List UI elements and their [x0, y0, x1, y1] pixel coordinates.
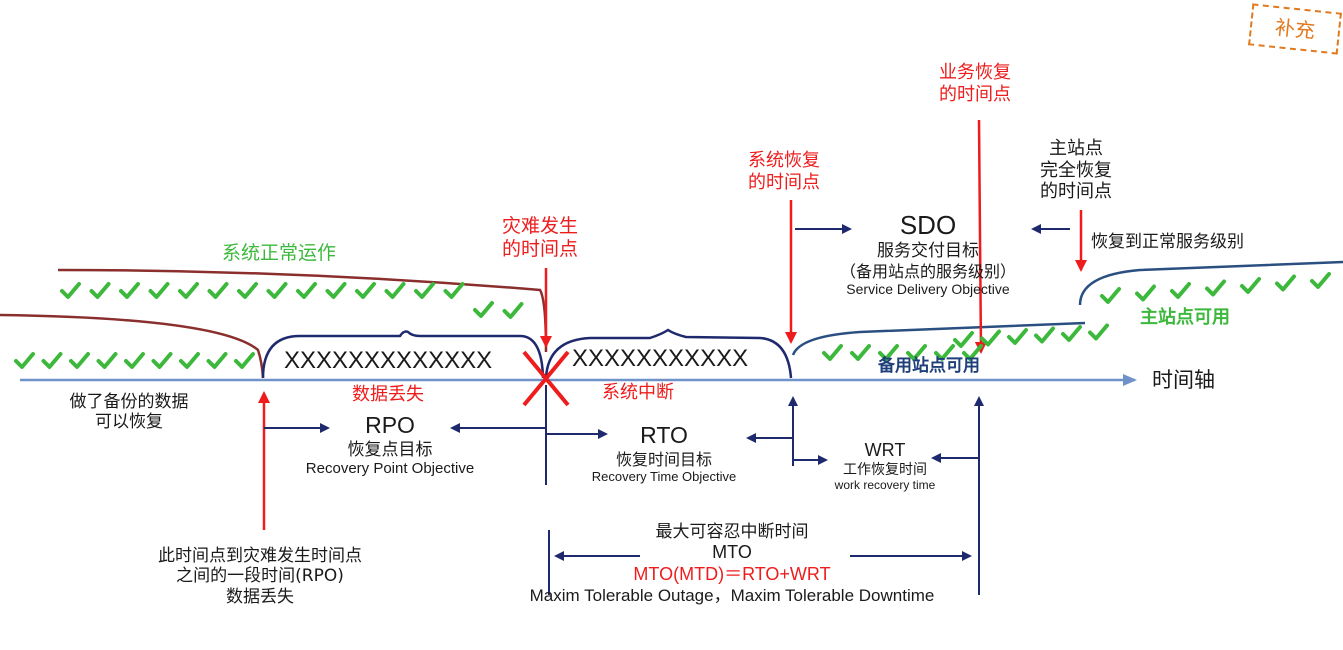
wrt-en: work recovery time: [834, 478, 936, 493]
pre-backup-curve: [0, 313, 265, 379]
check-icon: [124, 352, 145, 369]
check-icon: [206, 352, 228, 369]
time-axis-label: 时间轴: [1152, 368, 1215, 392]
mto-en: Maxim Tolerable Outage，Maxim Tolerable D…: [529, 585, 935, 605]
rpo-en: Recovery Point Objective: [305, 459, 475, 477]
check-icon: [502, 302, 524, 319]
check-icon: [384, 282, 406, 299]
rpo-cn: 恢复点目标: [347, 439, 433, 460]
check-icon: [1034, 326, 1055, 344]
primary-available-label: 主站点可用: [1140, 307, 1230, 328]
backup-available-label: 备用站点可用: [878, 356, 980, 376]
check-icon: [1088, 323, 1109, 341]
check-icon: [148, 282, 170, 299]
rpo-block: RPO 恢复点目标 Recovery Point Objective: [290, 412, 490, 478]
check-icon: [119, 282, 140, 299]
check-icon: [822, 344, 843, 361]
check-icon: [1275, 274, 1296, 292]
business-recovery-arrow: [974, 119, 987, 354]
disaster-time-label: 灾难发生 的时间点: [502, 215, 579, 260]
check-icon: [266, 282, 288, 299]
check-icon: [1061, 325, 1082, 342]
check-icon: [1240, 277, 1261, 294]
check-icon: [906, 344, 927, 361]
check-icon: [1100, 287, 1121, 304]
sdo-note: （备用站点的服务级别）: [839, 261, 1016, 281]
sdo-cn: 服务交付目标: [877, 241, 979, 262]
backup-data-label: 做了备份的数据 可以恢复: [69, 392, 189, 433]
check-icon: [179, 352, 200, 369]
sdo-abbr: SDO: [899, 210, 957, 240]
check-icon: [1310, 272, 1331, 289]
check-icon: [69, 352, 90, 369]
check-icon: [296, 282, 317, 299]
check-icon: [355, 282, 376, 299]
system-interruption-label: 系统中断: [602, 382, 674, 403]
rto-abbr: RTO: [640, 422, 688, 448]
sdo-block: SDO 服务交付目标 （备用站点的服务级别） Service Delivery …: [820, 210, 1036, 298]
check-icon: [1205, 279, 1226, 297]
check-icon: [96, 352, 118, 369]
data-loss-brace: [261, 330, 545, 379]
rto-en: Recovery Time Objective: [591, 468, 737, 484]
mto-block: 最大可容忍中断时间 MTO MTO(MTD)＝RTO+WRT Maxim Tol…: [494, 522, 970, 606]
check-icon: [234, 352, 255, 369]
check-icon: [850, 344, 871, 361]
wrt-block: WRT 工作恢复时间 work recovery time: [824, 440, 946, 493]
business-recovery-label: 业务恢复 的时间点: [939, 62, 1011, 105]
check-icon: [878, 344, 899, 361]
check-icon: [14, 352, 35, 369]
mto-abbr: MTO: [712, 542, 752, 563]
check-icon: [207, 282, 229, 299]
check-marks: [14, 272, 1331, 369]
system-recovery-label: 系统恢复 的时间点: [748, 150, 820, 193]
interruption-brace: [544, 328, 793, 379]
rpo-note: 此时间点到灾难发生时间点 之间的一段时间(RPO) 数据丢失: [158, 546, 362, 607]
mto-cn: 最大可容忍中断时间: [655, 522, 809, 542]
check-icon: [1007, 328, 1028, 345]
sdo-en: Service Delivery Objective: [846, 280, 1010, 297]
primary-full-recovery-label: 主站点 完全恢复 的时间点: [1040, 138, 1112, 203]
check-icon: [980, 329, 1001, 347]
wrt-abbr: WRT: [864, 440, 906, 460]
check-icon: [237, 282, 258, 299]
check-icon: [962, 344, 983, 361]
rto-block: RTO 恢复时间目标 Recovery Time Objective: [584, 422, 744, 484]
interruption-placeholder: XXXXXXXXXXX: [572, 345, 749, 372]
rpo-abbr: RPO: [365, 412, 415, 438]
check-icon: [60, 282, 81, 299]
normal-operation-label: 系统正常运作: [222, 242, 337, 264]
lost-data-placeholder: XXXXXXXXXXXXX: [284, 347, 493, 374]
rto-cn: 恢复时间目标: [615, 449, 712, 469]
primary-site-curve: [1078, 260, 1343, 306]
check-icon: [178, 282, 199, 299]
data-loss-label: 数据丢失: [352, 384, 424, 405]
check-icon: [1170, 282, 1191, 299]
backup-site-curve: [791, 321, 1086, 356]
check-icon: [414, 282, 435, 299]
check-icon: [1135, 284, 1156, 302]
check-icon: [41, 352, 63, 369]
check-icon: [443, 282, 465, 299]
check-icon: [89, 282, 111, 299]
check-icon: [325, 282, 347, 299]
check-icon: [473, 301, 494, 318]
check-icon: [934, 344, 955, 361]
wrt-cn: 工作恢复时间: [843, 461, 927, 478]
check-icon: [953, 331, 974, 348]
normal-operation-curve: [57, 268, 548, 353]
check-icon: [151, 352, 173, 369]
cross-icon: [522, 350, 570, 407]
restore-service-level-label: 恢复到正常服务级别: [1091, 232, 1244, 252]
mto-formula: MTO(MTD)＝RTO+WRT: [633, 563, 831, 584]
